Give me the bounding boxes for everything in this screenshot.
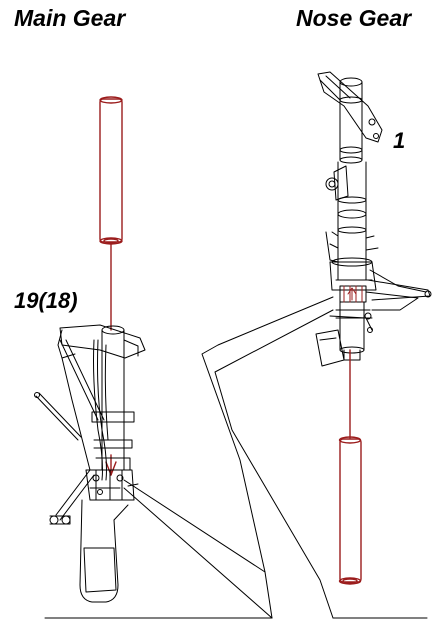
main-gear-title: Main Gear — [14, 5, 126, 31]
nose-gear-sleeve-part — [338, 349, 362, 585]
main-gear-callout-number: 19(18) — [14, 288, 78, 313]
nose-gear-callout-number: 1 — [393, 128, 406, 153]
main-gear-strut — [34, 324, 146, 603]
main-gear-sleeve-part — [99, 96, 123, 476]
nose-gear-strut — [315, 71, 432, 367]
nose-gear-title: Nose Gear — [296, 5, 412, 31]
detail-connector-lines — [123, 296, 334, 619]
